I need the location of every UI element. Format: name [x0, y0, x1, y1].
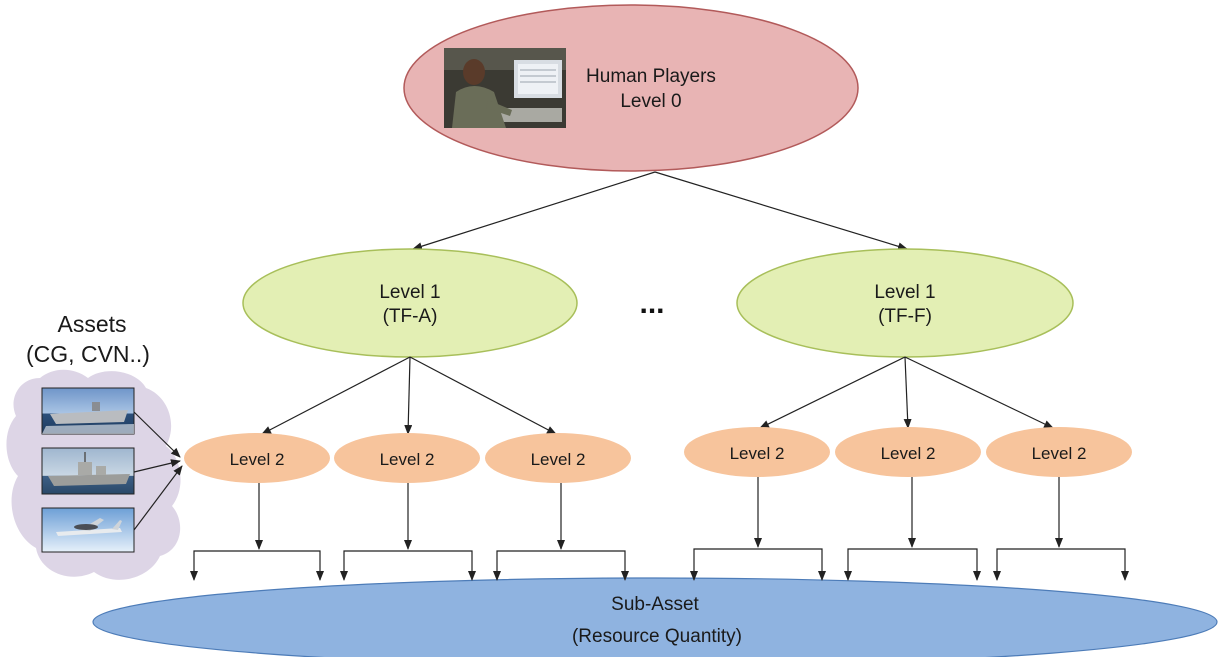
subasset-label-line2: (Resource Quantity): [572, 626, 742, 647]
level1-tfa-line2: (TF-A): [383, 306, 438, 327]
assets-label-line2: (CG, CVN..): [26, 341, 150, 367]
level1-ellipse-tfa: [242, 248, 578, 358]
arrow-l0-to-tfa: [412, 171, 656, 251]
assets-label-line1: Assets: [57, 311, 126, 337]
soldier-at-computer-photo: [444, 48, 566, 128]
level1-tff-line1: Level 1: [874, 282, 935, 303]
level2-node: Level 2: [334, 433, 480, 483]
level0-label-line1: Human Players: [586, 66, 716, 87]
level1-tfa-line1: Level 1: [379, 282, 440, 303]
ellipsis-more-task-forces: ...: [639, 287, 664, 320]
awacs-aircraft-photo: [41, 507, 135, 553]
subasset-ellipse: [92, 577, 1218, 657]
level2-label: Level 2: [730, 444, 785, 463]
cruiser-ship-photo: [41, 447, 135, 495]
level1-ellipse-tff: [736, 248, 1074, 358]
level2-label: Level 2: [531, 450, 586, 469]
level2-node: Level 2: [986, 427, 1132, 477]
level2-label: Level 2: [230, 450, 285, 469]
arrow-tff-to-l2d: [759, 356, 906, 429]
arrow-cruiser-to-level2: [133, 459, 181, 473]
level0-label-line2: Level 0: [620, 91, 681, 112]
arrow-l0-to-tff: [654, 171, 908, 251]
level2-label: Level 2: [881, 444, 936, 463]
arrow-carrier-to-level2: [133, 411, 181, 458]
arrow-tfa-to-l2c: [409, 356, 557, 435]
subasset-label-line1: Sub-Asset: [611, 594, 699, 615]
level2-node: Level 2: [184, 433, 330, 483]
arrow-tfa-to-l2a: [261, 356, 411, 435]
arrow-tff-to-l2f: [904, 356, 1054, 429]
arrow-awacs-to-level2: [133, 465, 183, 531]
level2-label: Level 2: [1032, 444, 1087, 463]
level1-tff-line2: (TF-F): [878, 306, 932, 327]
level0-ellipse: [403, 4, 859, 172]
level2-label: Level 2: [380, 450, 435, 469]
connectors-level2-to-subasset: [190, 477, 1129, 581]
level2-node: Level 2: [485, 433, 631, 483]
arrow-tfa-to-l2b: [404, 356, 413, 435]
level2-node: Level 2: [684, 427, 830, 477]
arrow-tff-to-l2e: [903, 356, 912, 429]
aircraft-carrier-photo: [41, 387, 135, 435]
level2-node: Level 2: [835, 427, 981, 477]
